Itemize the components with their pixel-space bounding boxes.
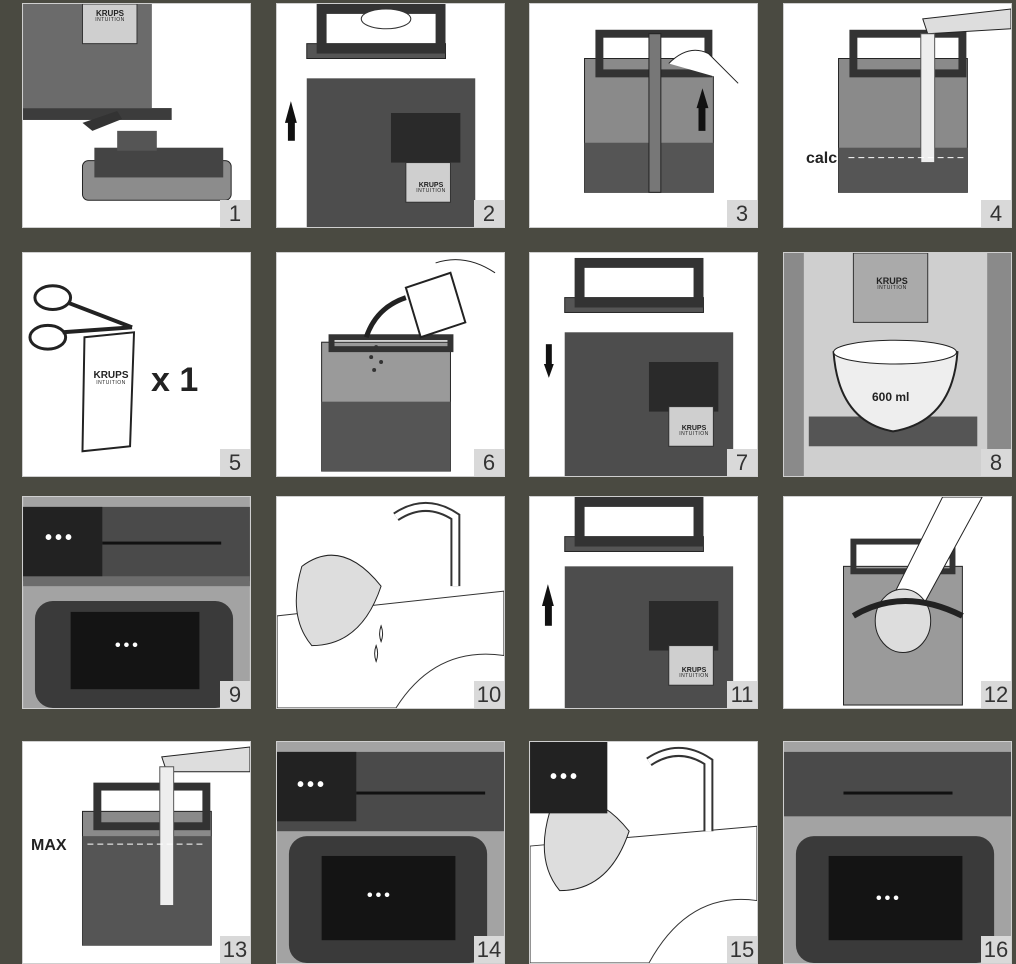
step-number: 3 [727, 200, 757, 227]
step-12-panel: 12 [783, 496, 1012, 709]
calc-label: calc [806, 150, 837, 168]
corner-ellipsis-label: ••• [297, 774, 327, 797]
empty-container-at-sink-illustration [277, 497, 504, 708]
step-number: 1 [220, 200, 250, 227]
insert-water-tank-illustration [530, 253, 757, 476]
quantity-label: x 1 [151, 361, 198, 400]
step-number: 10 [474, 681, 504, 708]
step-number: 9 [220, 681, 250, 708]
step-9-panel: ••• ••• 9 [22, 496, 251, 709]
step-number: 12 [981, 681, 1011, 708]
step-number: 8 [981, 449, 1011, 476]
step-number: 14 [474, 936, 504, 963]
cut-sachet-illustration [23, 253, 250, 476]
step-number: 16 [981, 936, 1011, 963]
volume-label: 600 ml [872, 390, 909, 404]
step-number: 11 [727, 681, 757, 708]
step-number: 7 [727, 449, 757, 476]
step-16-panel: ••• 16 [783, 741, 1012, 964]
display-ellipsis-label: ••• [876, 890, 902, 908]
step-15-panel: ••• 15 [529, 741, 758, 964]
step-number: 6 [474, 449, 504, 476]
step-number: 5 [220, 449, 250, 476]
step-number: 4 [981, 200, 1011, 227]
step-number: 2 [474, 200, 504, 227]
step-number: 13 [220, 936, 250, 963]
display-ellipsis-label: ••• [367, 887, 393, 905]
step-number: 15 [727, 936, 757, 963]
step-10-panel: 10 [276, 496, 505, 709]
step-4-panel: calc 4 [783, 3, 1012, 228]
remove-drip-tray-illustration [23, 4, 250, 227]
max-label: MAX [31, 837, 67, 855]
lift-water-tank-illustration [277, 4, 504, 227]
display-ellipsis-label: ••• [115, 637, 141, 655]
machine-display-illustration [784, 742, 1011, 963]
step-6-panel: 6 [276, 252, 505, 477]
lift-water-tank-illustration [530, 497, 757, 708]
step-14-panel: ••• ••• 14 [276, 741, 505, 964]
fill-to-calc-illustration [784, 4, 1011, 227]
clean-water-tank-illustration [784, 497, 1011, 708]
step-13-panel: MAX 13 [22, 741, 251, 964]
corner-ellipsis-label: ••• [550, 766, 580, 789]
pour-powder-illustration [277, 253, 504, 476]
step-3-panel: 3 [529, 3, 758, 228]
remove-filter-illustration [530, 4, 757, 227]
corner-ellipsis-label: ••• [45, 527, 75, 550]
